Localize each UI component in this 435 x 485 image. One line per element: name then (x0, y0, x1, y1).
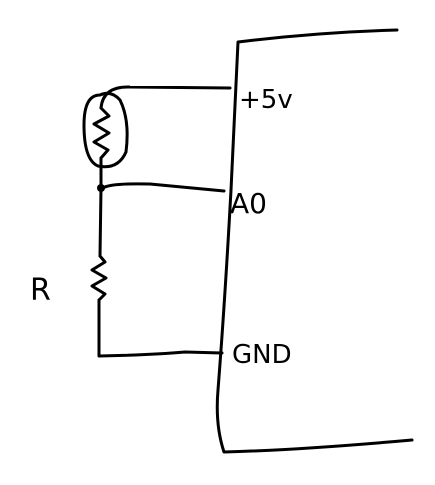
label-5v: +5v (239, 85, 293, 115)
wire-5v (99, 85, 232, 110)
board-outline (215, 28, 414, 454)
wire-gnd (97, 298, 224, 358)
label-analog-pin: A0 (230, 187, 267, 220)
label-resistor: R (30, 273, 51, 308)
label-gnd: GND (232, 340, 292, 370)
photoresistor-zigzag (92, 106, 111, 160)
resistor-zigzag (90, 254, 108, 302)
wire-to-resistor (98, 186, 103, 258)
photoresistor-body (82, 91, 129, 169)
wire-analog (101, 182, 226, 193)
